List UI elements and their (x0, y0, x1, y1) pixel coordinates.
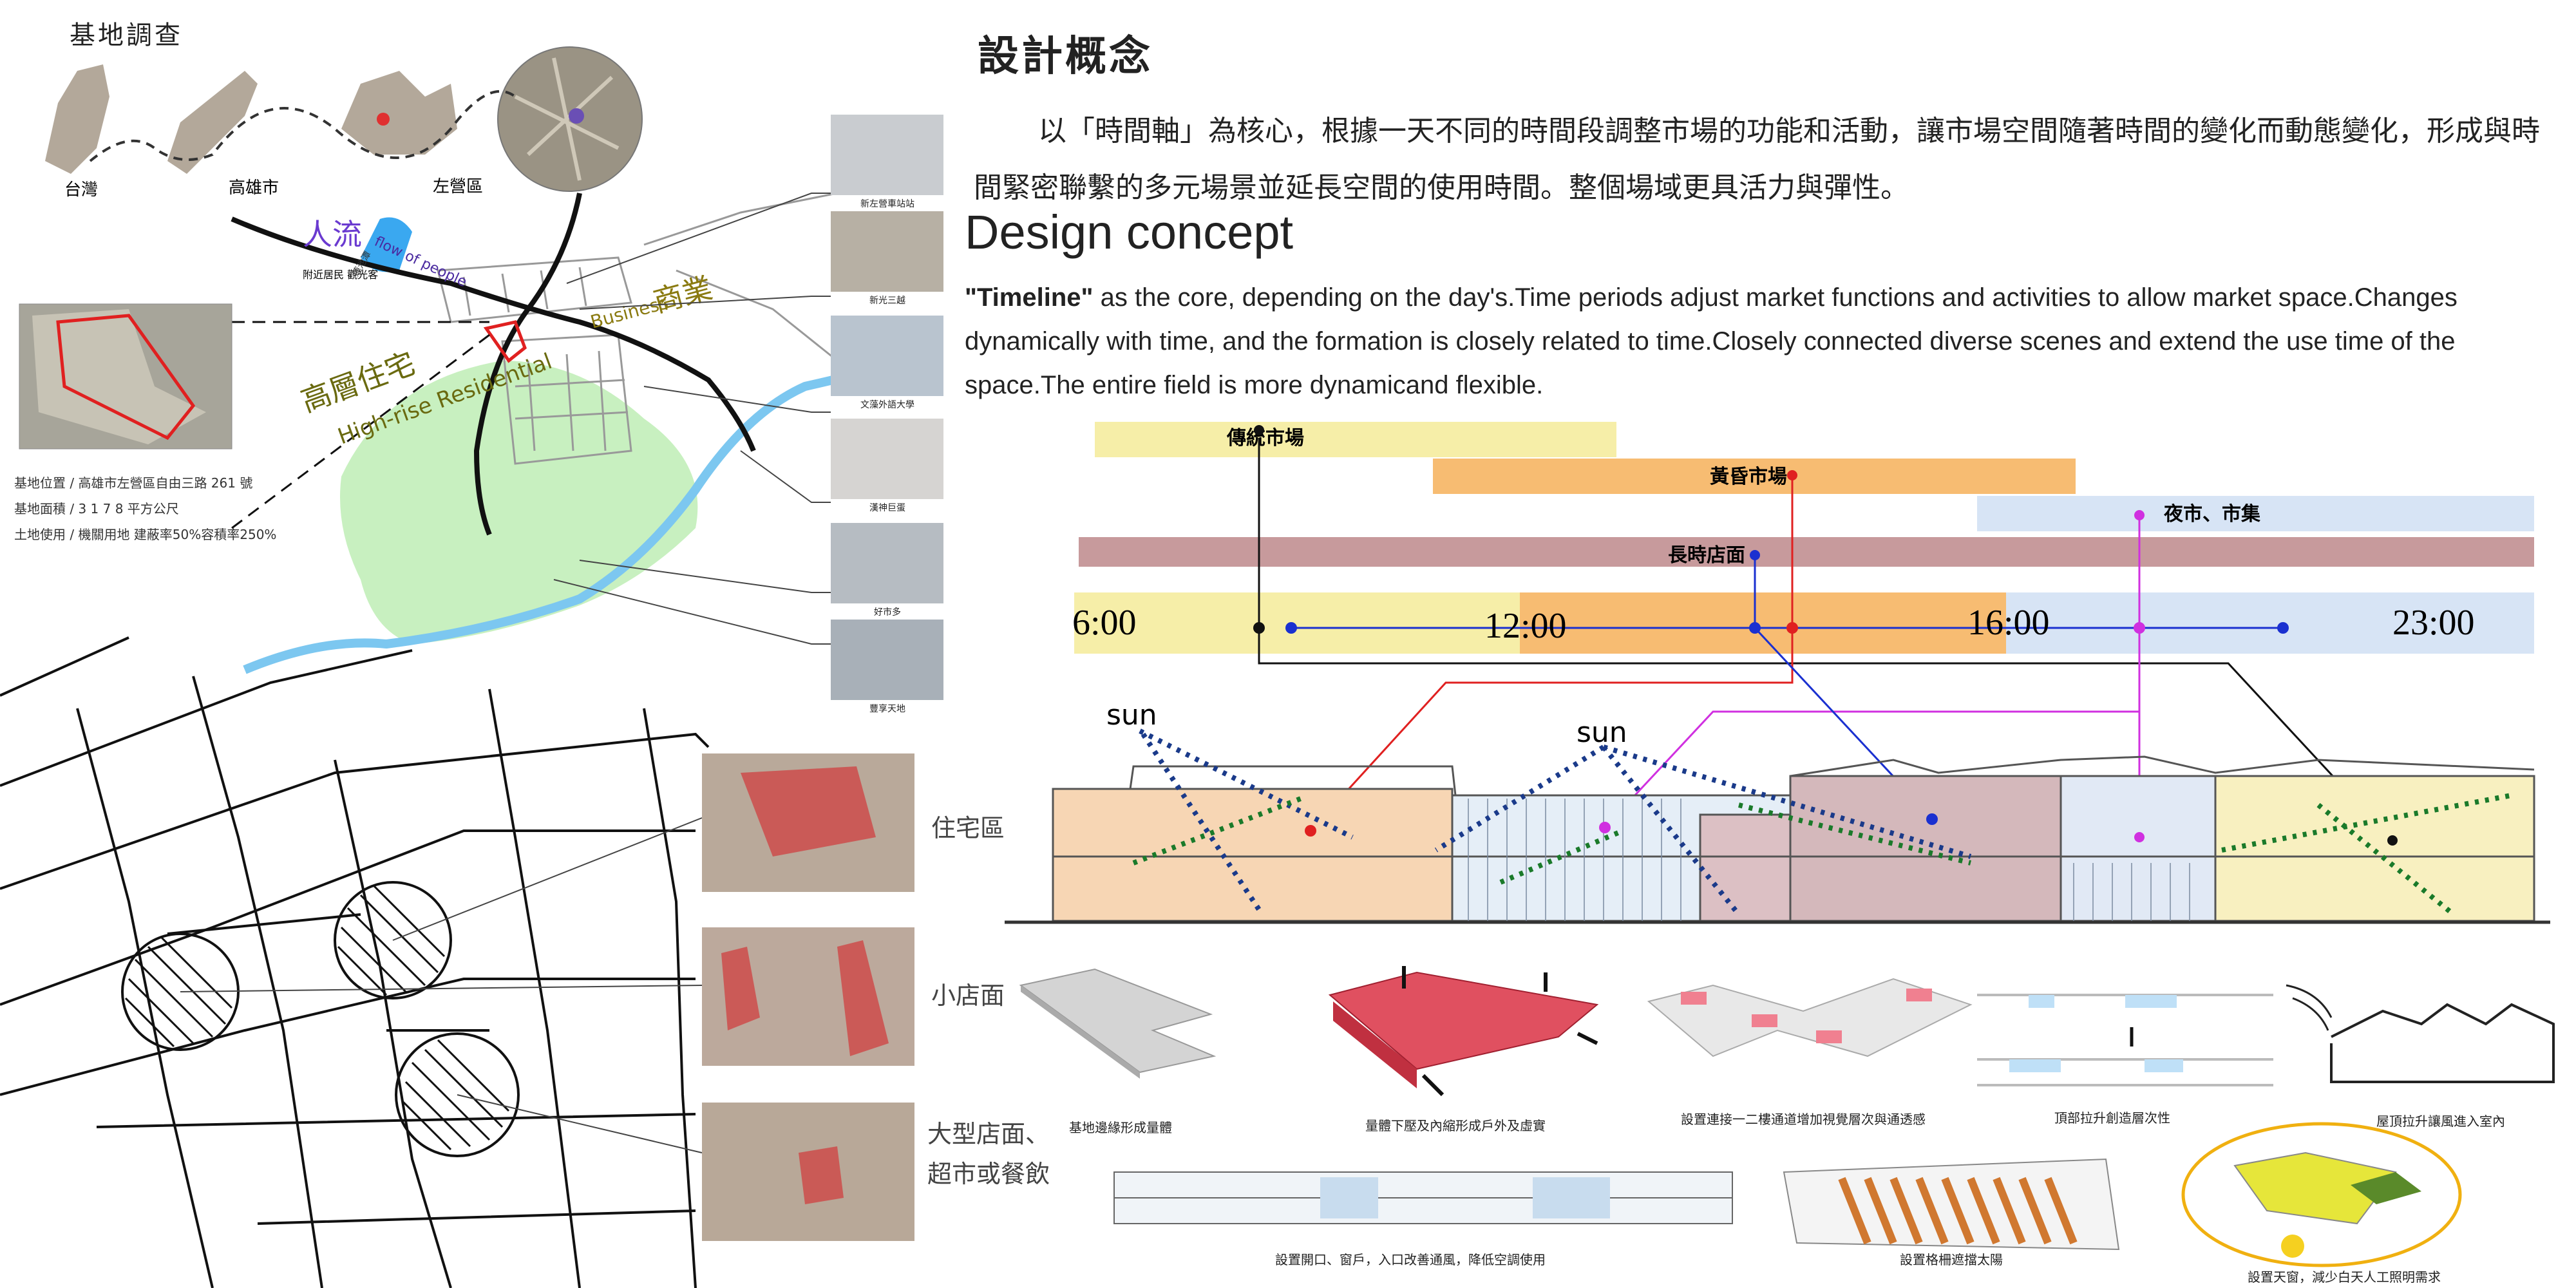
site-info-line: 基地面積 / 3 1 7 8 平方公尺 (14, 501, 179, 516)
site-pin-icon (569, 108, 584, 124)
landmark-photo-1 (831, 115, 943, 195)
site-info: 基地位置 / 高雄市左營區自由三路 261 號 基地面積 / 3 1 7 8 平… (14, 470, 323, 547)
flow-label-zh: 人流 (303, 217, 362, 252)
zuoying-silhouette (341, 71, 457, 155)
time-band-morning (1074, 592, 1525, 654)
zone-label-residential: 住宅區 (931, 814, 1005, 842)
sun-label-1: sun (1106, 699, 1157, 732)
zone-leaders (180, 817, 703, 1153)
bar-label-traditional: 傳統市場 (1226, 427, 1304, 450)
site-analysis-graphic: 台灣 高雄市 左營區 人流 flow of people 附近居民 觀光客 蓮池… (0, 46, 943, 1288)
caption-bridges: 設置連接一二樓通道增加視覺層次與通透感 (1681, 1112, 1926, 1127)
route-label-kaohsiung: 高雄市 (229, 178, 279, 198)
connector-evening (1309, 473, 1794, 832)
landmark-caption-3: 文藻外語大學 (860, 400, 914, 410)
bar-long-hours-shops (1079, 537, 2534, 567)
river-line (243, 356, 904, 674)
site-info-line: 土地使用 / 機關用地 建蔽率50%容積率250% (14, 527, 277, 542)
concept-title-en: Design concept (965, 205, 1294, 259)
bar-label-evening: 黃昏市場 (1710, 466, 1787, 488)
site-boundary (56, 314, 196, 440)
route-label-zuoying: 左營區 (433, 177, 483, 196)
kaohsiung-silhouette (167, 71, 258, 174)
concept-body: as the core, depending on the day's.Time… (965, 283, 2458, 399)
lotus-pond-shape (361, 217, 412, 272)
taiwan-silhouette (45, 64, 109, 174)
landmark-photos (831, 115, 943, 700)
time-label-6: 6:00 (1072, 603, 1137, 643)
concept-title-zh: 設計概念 (978, 33, 1153, 80)
concept-paragraph-en: "Timeline" as the core, depending on the… (965, 276, 2555, 407)
connector-night (1604, 710, 2139, 829)
landmark-leaders (553, 193, 831, 645)
caption-push: 量體下壓及內縮形成戶外及虛實 (1365, 1118, 1546, 1133)
caption-lift: 頂部拉升創造層次性 (2054, 1110, 2170, 1126)
park-area (340, 361, 698, 644)
landmark-caption-6: 豐享天地 (869, 704, 905, 714)
landmark-caption-2: 新光三越 (869, 296, 905, 306)
caption-mass: 基地邊緣形成量體 (1069, 1120, 1172, 1135)
route-map-silhouettes: 台灣 高雄市 左營區 (45, 46, 643, 200)
connector-traditional (1258, 438, 2394, 842)
time-label-12: 12:00 (1484, 606, 1567, 646)
hatch-lines (124, 884, 510, 1151)
site-title: 基地調查 (70, 21, 183, 50)
sun-label-2: sun (1577, 716, 1627, 749)
callout-lines (231, 321, 490, 529)
concept-paragraph-zh: 以「時間軸」為核心，根據一天不同的時間段調整市場的功能和活動，讓市場空間隨著時間… (974, 115, 2540, 204)
landmark-caption-4: 漢神巨蛋 (869, 503, 905, 513)
building-section (1005, 728, 2550, 924)
bar-label-night: 夜市、市集 (2163, 503, 2261, 526)
caption-openings: 設置開口、窗戶，入口改善通風，降低空調使用 (1275, 1252, 1546, 1267)
time-band-afternoon (1520, 592, 2009, 654)
site-info-line: 基地位置 / 高雄市左營區自由三路 261 號 (14, 475, 253, 491)
main-roads (231, 193, 756, 536)
timeline-dots (1253, 425, 2289, 634)
time-band-night (2006, 592, 2534, 654)
zone-label-shops: 小店面 (931, 981, 1005, 1010)
bar-traditional-market (1095, 422, 1616, 457)
landmark-photo-5 (831, 523, 943, 603)
route-dashed-line (89, 90, 516, 162)
caption-louvers: 設置格柵遮擋太陽 (1900, 1252, 2003, 1267)
location-pin-icon (377, 113, 390, 126)
residents-note: 附近居民 觀光客 (303, 269, 378, 281)
time-label-16: 16:00 (1967, 603, 2050, 643)
landmark-photo-3 (831, 316, 943, 396)
landmark-photo-4 (831, 419, 943, 499)
site-outline (483, 320, 527, 363)
landmark-photo-2 (831, 211, 943, 292)
concept-keyword: "Timeline" (965, 283, 1094, 312)
bar-night-market (1977, 496, 2534, 531)
landmark-caption-5: 好市多 (874, 607, 901, 618)
route-label-taiwan: 台灣 (64, 180, 98, 200)
caption-skylight: 設置天窗，減少白天人工照明需求 (2248, 1269, 2441, 1285)
hatch-circles (121, 881, 520, 1157)
lower-street-map (0, 636, 710, 1288)
landmark-caption-1: 新左營車站站 (860, 199, 914, 209)
zone-label-large-stores: 大型店面、 超市或餐飲 (927, 1120, 1050, 1188)
landmark-photo-6 (831, 620, 943, 700)
bar-evening-market (1433, 459, 2076, 494)
time-label-23: 23:00 (2392, 603, 2475, 643)
bar-label-long-hours: 長時店面 (1668, 544, 1745, 567)
caption-roof: 屋頂拉升讓風進入室內 (2376, 1113, 2505, 1129)
